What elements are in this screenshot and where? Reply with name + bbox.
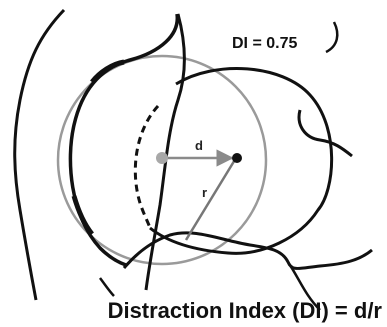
bottom-left-outline <box>98 277 115 297</box>
lower-right-outline <box>286 261 321 311</box>
formula-caption: Distraction Index (DI) = d/r <box>108 298 383 323</box>
d-label: d <box>195 138 203 153</box>
r-label: r <box>202 185 207 200</box>
pelvis-left-outline <box>13 8 66 301</box>
acetabulum-center-dot <box>156 152 168 164</box>
femoral-head-center-dot <box>232 153 242 163</box>
trochanter-outline <box>297 109 353 158</box>
femoral-head-dashed-arc <box>133 104 160 229</box>
rim-emphasis-lower <box>71 195 94 236</box>
acetabular-rim-outline <box>68 13 179 267</box>
femoral-head-outline <box>149 67 334 255</box>
top-right-hook-outline <box>325 21 339 54</box>
di-value-label: DI = 0.75 <box>232 35 297 52</box>
femoral-neck-outline <box>122 231 373 270</box>
r-line <box>184 157 238 241</box>
ischium-outline <box>144 13 186 291</box>
rim-emphasis-upper <box>90 59 125 84</box>
acetabulum-circle <box>56 54 268 266</box>
